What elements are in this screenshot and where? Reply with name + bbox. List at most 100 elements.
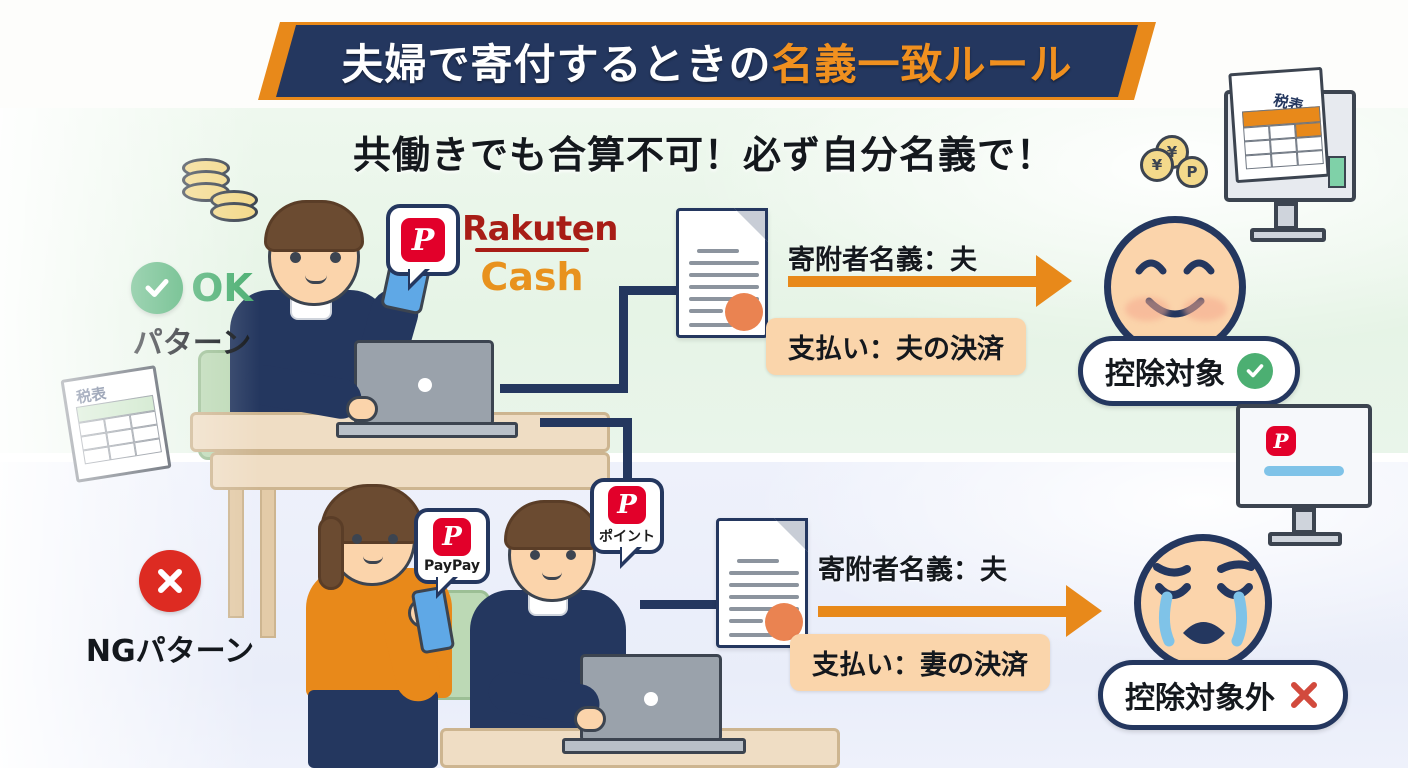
ok-flow-arrow-line: [788, 276, 1036, 287]
monitor-base: [1268, 532, 1342, 546]
person-eye: [330, 252, 341, 263]
document-text-line: [689, 309, 723, 313]
ng-pattern-badge-group: NGパターン: [60, 550, 280, 670]
woman-skirt: [308, 690, 438, 768]
laptop-logo: [418, 378, 432, 392]
woman-hair-side: [318, 516, 344, 590]
laptop-base: [562, 738, 746, 754]
person2-hand: [574, 706, 606, 732]
document-text-line: [689, 285, 759, 289]
computer-monitor: [1236, 404, 1372, 508]
ok-donor-name-label: 寄附者名義：夫: [788, 245, 977, 276]
donation-document-bottom: [716, 518, 808, 648]
document-text-line: [729, 595, 799, 599]
ng-result-label: 控除対象外: [1125, 681, 1275, 716]
title-banner-inner: 夫婦で寄付するときの名義一致ルール: [276, 25, 1138, 97]
person-hair: [264, 200, 364, 252]
face-cheek: [1125, 297, 1169, 321]
rakuten-cash-logo: Rakuten Cash: [462, 209, 618, 299]
desk-surface: [210, 452, 610, 490]
laptop-logo: [644, 692, 658, 706]
paypay-bubble-top[interactable]: P: [386, 204, 460, 291]
document-text-line: [689, 297, 759, 301]
monitor-screen-bar: [1264, 466, 1344, 476]
person2-eye: [566, 550, 576, 560]
ok-result-label: 控除対象: [1105, 357, 1225, 392]
band-divider: [0, 453, 1408, 463]
donation-document-top: [676, 208, 768, 338]
person2-eye: [530, 550, 540, 560]
bubble-tail-inner: [410, 269, 425, 284]
tax-form-cell: [134, 438, 162, 457]
title-banner: 夫婦で寄付するときの名義一致ルール: [258, 22, 1156, 100]
document-text-line: [729, 619, 763, 623]
check-circle-icon: [131, 262, 184, 314]
ng-pattern-label: NGパターン: [85, 634, 255, 669]
woman-eye: [388, 534, 398, 544]
laptop-base: [336, 422, 518, 438]
ok-payment-label: 支払い：夫の決済: [766, 318, 1026, 375]
ng-result-badge[interactable]: 控除対象外: [1098, 660, 1348, 730]
document-fold-edge: [734, 208, 768, 242]
person2-hair: [504, 500, 600, 550]
bubble-tail-inner: [622, 547, 637, 562]
page-title: 夫婦で寄付するときの名義一致ルール: [341, 31, 1072, 92]
ok-result-badge[interactable]: 控除対象: [1078, 336, 1300, 406]
paypay-logo-icon: P: [401, 218, 445, 262]
cross-mark-icon: [1287, 678, 1321, 712]
document-text-line: [689, 323, 733, 327]
document-text-line: [737, 559, 779, 563]
bubble-tail-inner: [438, 577, 453, 592]
monitor-base: [1250, 228, 1326, 242]
smiling-face-icon: [1104, 216, 1246, 358]
document-text-line: [729, 633, 773, 637]
monitor-stand: [1292, 508, 1316, 534]
tax-form-cell: [1270, 151, 1298, 168]
crying-face-icon: [1134, 534, 1272, 672]
document-seal-icon: [725, 293, 763, 331]
tax-form-document-monitor: 税表: [1228, 66, 1330, 184]
ok-pattern-badge-group: OK パターン: [92, 262, 292, 362]
ng-payment-label: 支払い：妻の決済: [790, 634, 1050, 691]
rakuten-cash-word: Cash: [480, 255, 584, 299]
tax-form-cell: [1296, 150, 1324, 166]
paypay-logo-icon: P: [1266, 426, 1296, 456]
paypay-points-bubble[interactable]: P ポイント: [590, 478, 664, 569]
ok-badge-row: OK: [92, 262, 292, 314]
ng-flow-arrow-line: [818, 606, 1066, 617]
person2-mouth: [542, 572, 562, 580]
paypay-bubble-wife[interactable]: P PayPay: [414, 508, 490, 599]
coin-yen-icon: ¥: [1140, 148, 1174, 182]
rakuten-underline: [475, 248, 589, 252]
tax-form-cell: [108, 442, 137, 461]
document-text-line: [729, 583, 799, 587]
face-cheek: [1183, 297, 1227, 321]
coin-point-icon: P: [1176, 156, 1208, 188]
ng-scene-illustration: [200, 440, 860, 768]
person-eye: [290, 252, 301, 263]
monitor-screen-accent: [1328, 156, 1346, 188]
document-text-line: [697, 249, 739, 253]
paypay-logo-icon: P: [433, 518, 471, 556]
connector-segment: [540, 418, 632, 427]
paypay-bubble-caption: PayPay: [423, 558, 481, 574]
document-text-line: [689, 273, 759, 277]
ng-flow-arrow-head: [1066, 585, 1102, 637]
rakuten-wordmark: Rakuten: [462, 209, 618, 249]
ng-donor-name-label: 寄附者名義：夫: [818, 555, 1007, 586]
woman-eye: [352, 534, 362, 544]
cross-circle-icon: [139, 550, 201, 612]
tax-form-cell: [82, 446, 111, 465]
document-fold-edge: [774, 518, 808, 552]
desk-leg: [260, 488, 276, 638]
ng-badge-row: [60, 550, 280, 612]
title-highlight-text: 名義一致ルール: [771, 39, 1073, 89]
document-text-line: [729, 607, 799, 611]
connector-segment: [619, 286, 628, 390]
check-circle-icon: [1237, 353, 1273, 389]
ok-flow-arrow-head: [1036, 255, 1072, 307]
points-bubble-caption: ポイント: [599, 529, 655, 545]
document-text-line: [729, 571, 799, 575]
tax-form-cell: [1245, 153, 1272, 170]
